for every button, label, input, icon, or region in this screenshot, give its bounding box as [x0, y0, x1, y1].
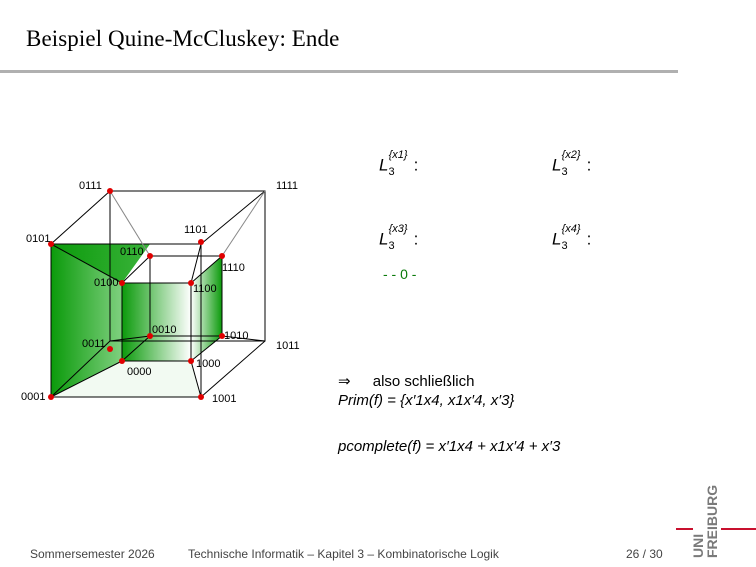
- label-0100: 0100: [94, 277, 118, 289]
- set-L3-x2: L3{x2}:: [552, 149, 592, 179]
- vertex-1010: [219, 333, 225, 339]
- pcomplete-formula: pcomplete(f) = x′1x4 + x1x′4 + x′3: [338, 438, 561, 455]
- conclusion-line: ⇒ also schließlich: [338, 372, 474, 390]
- implicant-row: - - 0 -: [383, 266, 417, 282]
- footer-course: Technische Informatik – Kapitel 3 – Komb…: [188, 547, 499, 561]
- vertex-0000: [119, 358, 125, 364]
- prim-formula: Prim(f) = {x′1x4, x1x′4, x′3}: [338, 392, 515, 409]
- svg-text:UNI: UNI: [690, 534, 706, 558]
- footer-semester: Sommersemester 2026: [30, 547, 155, 561]
- cube-back-edges: [109, 190, 266, 257]
- shade-right: [191, 256, 222, 361]
- vertex-1000: [188, 358, 194, 364]
- vertex-0011: [107, 346, 113, 352]
- vertex-1001: [198, 394, 204, 400]
- label-0011: 0011: [82, 338, 106, 350]
- uni-freiburg-logo: UNI FREIBURG: [676, 485, 756, 558]
- title-divider: [0, 70, 678, 73]
- vertex-0101: [48, 241, 54, 247]
- vertex-1101: [198, 239, 204, 245]
- label-1101: 1101: [184, 224, 208, 236]
- implies-arrow: ⇒: [338, 373, 351, 390]
- label-0010: 0010: [152, 324, 176, 336]
- vertex-1110: [219, 253, 225, 259]
- shade-bottom: [51, 361, 201, 397]
- label-1111: 1111: [276, 180, 298, 192]
- shade-top: [51, 244, 150, 283]
- footer-page: 26 / 30: [626, 547, 663, 561]
- label-0110: 0110: [120, 246, 144, 258]
- shade-inner: [122, 283, 191, 361]
- label-0101: 0101: [26, 233, 50, 245]
- vertex-0010: [147, 333, 153, 339]
- set-L3-x3: L3{x3}:: [379, 223, 419, 253]
- vertex-0100: [119, 280, 125, 286]
- label-1011: 1011: [276, 340, 300, 352]
- set-L3-x1: L3{x1}:: [379, 149, 419, 179]
- svg-text:FREIBURG: FREIBURG: [704, 485, 720, 558]
- shade-left: [51, 244, 122, 397]
- cube-vertices: [48, 188, 225, 400]
- label-0001: 0001: [21, 391, 45, 403]
- label-0111: 0111: [79, 180, 102, 192]
- label-0000: 0000: [127, 366, 151, 378]
- label-1000: 1000: [196, 358, 220, 370]
- label-1001: 1001: [212, 393, 236, 405]
- label-1100: 1100: [193, 283, 217, 295]
- label-1010: 1010: [224, 330, 248, 342]
- vertex-1100: [188, 280, 194, 286]
- cube-edges: [50, 190, 266, 398]
- vertex-0001: [48, 394, 54, 400]
- slide-title: Beispiel Quine-McCluskey: Ende: [26, 26, 340, 51]
- label-1110: 1110: [222, 262, 245, 274]
- vertex-0111: [107, 188, 113, 194]
- vertex-0110: [147, 253, 153, 259]
- set-L3-x4: L3{x4}:: [552, 223, 592, 253]
- conclusion-text: also schließlich: [372, 373, 475, 390]
